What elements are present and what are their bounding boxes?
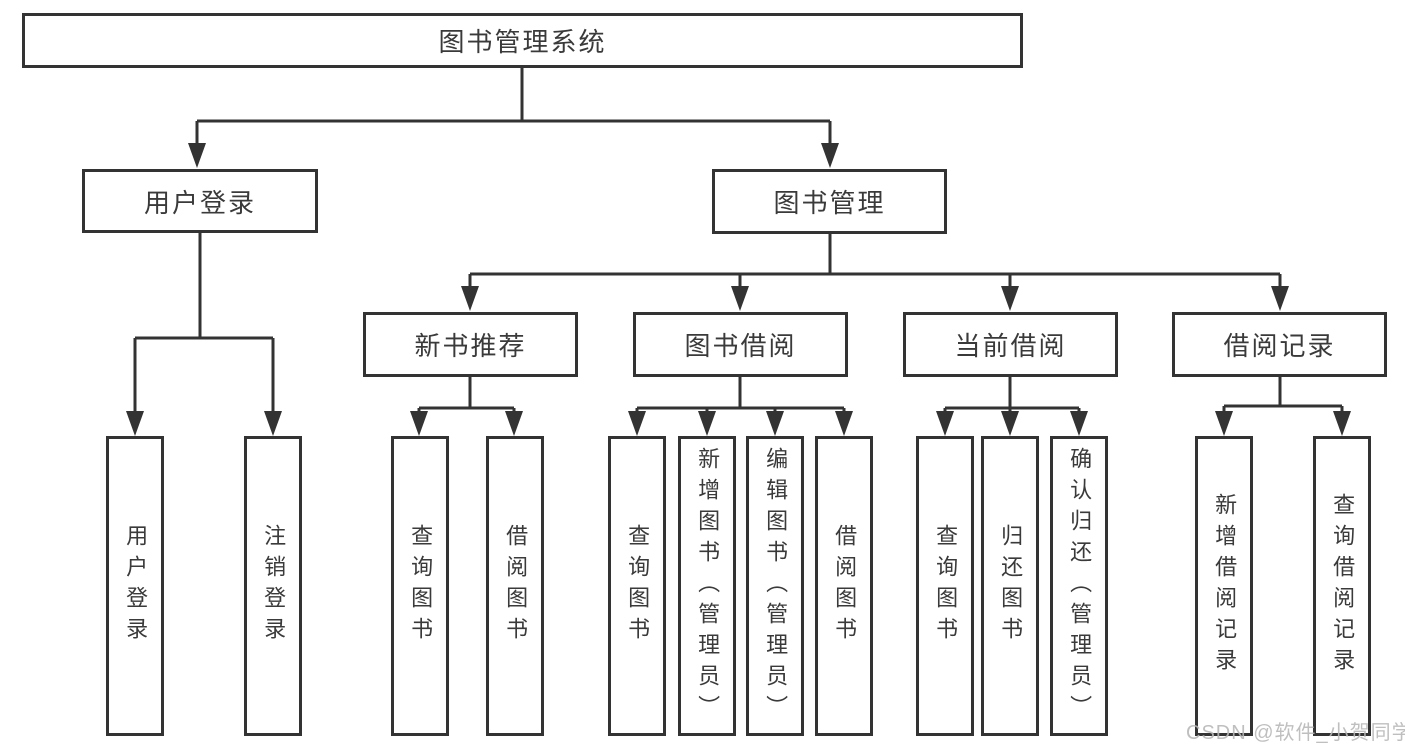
node-label: 图书管理 <box>773 188 886 218</box>
leaf-label: 查询图书 <box>933 524 959 648</box>
leaf-query-books-2: 查询图书 <box>608 436 666 736</box>
node-borrowing-records: 借阅记录 <box>1172 312 1387 377</box>
leaf-label: 确认归还（管理员） <box>1067 446 1093 726</box>
leaf-label: 归还图书 <box>998 524 1024 648</box>
node-library-management-system: 图书管理系统 <box>22 13 1023 68</box>
leaf-label: 注销登录 <box>261 524 287 648</box>
leaf-label: 新增图书（管理员） <box>695 446 721 726</box>
node-label: 图书借阅 <box>684 331 797 361</box>
leaf-query-books: 查询图书 <box>391 436 449 736</box>
leaf-edit-book-admin: 编辑图书（管理员） <box>746 436 804 736</box>
leaf-borrow-books-2: 借阅图书 <box>815 436 873 736</box>
node-label: 新书推荐 <box>414 331 527 361</box>
leaf-query-books-3: 查询图书 <box>916 436 974 736</box>
leaf-query-borrow-record: 查询借阅记录 <box>1313 436 1371 736</box>
leaf-add-book-admin: 新增图书（管理员） <box>678 436 736 736</box>
node-current-borrowing: 当前借阅 <box>903 312 1118 377</box>
leaf-add-borrow-record: 新增借阅记录 <box>1195 436 1253 736</box>
leaf-label: 新增借阅记录 <box>1212 493 1238 679</box>
leaf-logout: 注销登录 <box>244 436 302 736</box>
leaf-label: 编辑图书（管理员） <box>763 446 789 726</box>
node-label: 用户登录 <box>143 187 256 218</box>
leaf-label: 查询图书 <box>408 524 434 648</box>
watermark: CSDN @软件_小贺同学 <box>1186 722 1405 744</box>
node-label: 图书管理系统 <box>438 27 607 57</box>
leaf-borrow-books: 借阅图书 <box>486 436 544 736</box>
node-user-login: 用户登录 <box>82 169 318 233</box>
leaf-return-book: 归还图书 <box>981 436 1039 736</box>
leaf-label: 借阅图书 <box>832 524 858 648</box>
leaf-confirm-return-admin: 确认归还（管理员） <box>1050 436 1108 736</box>
node-new-book-recommendation: 新书推荐 <box>363 312 578 377</box>
node-book-borrowing: 图书借阅 <box>633 312 848 377</box>
node-label: 当前借阅 <box>954 331 1067 361</box>
node-label: 借阅记录 <box>1223 331 1336 361</box>
leaf-label: 借阅图书 <box>503 524 529 648</box>
leaf-user-login: 用户登录 <box>106 436 164 736</box>
leaf-label: 查询图书 <box>625 524 651 648</box>
leaf-label: 用户登录 <box>123 524 149 648</box>
node-book-management: 图书管理 <box>712 169 947 234</box>
leaf-label: 查询借阅记录 <box>1330 493 1356 679</box>
